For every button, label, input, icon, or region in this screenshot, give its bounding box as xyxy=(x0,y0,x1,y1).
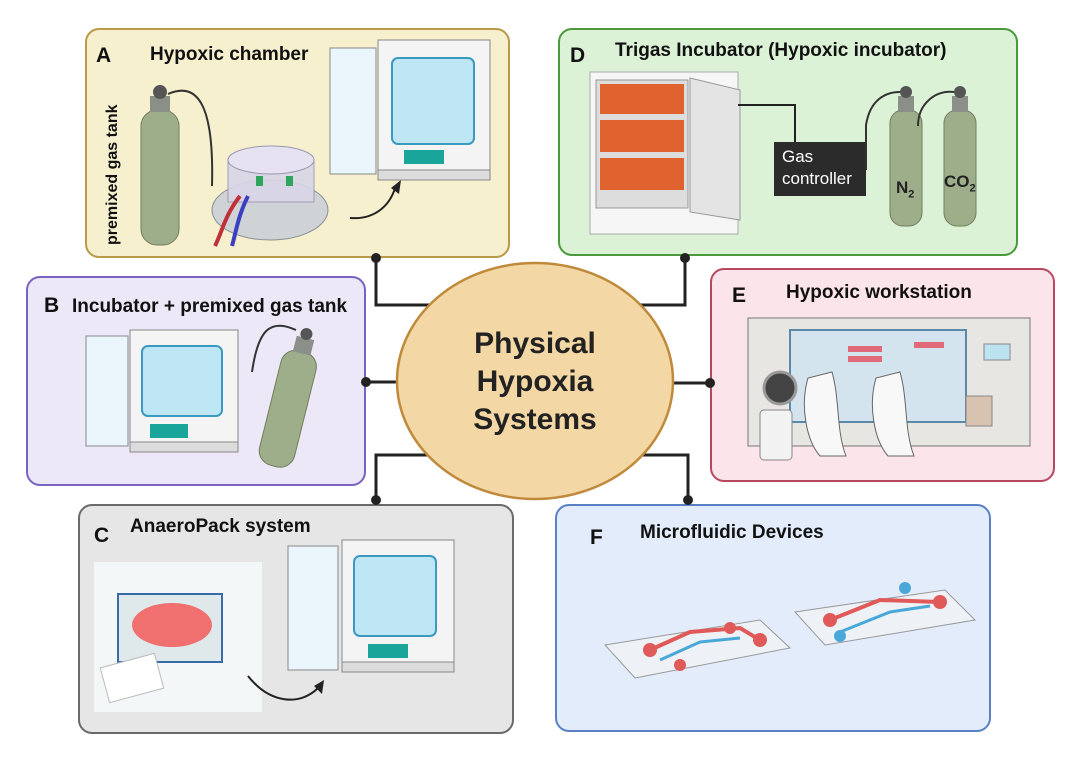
co2-label: CO2 xyxy=(944,172,976,194)
anaeropack-illustration xyxy=(94,562,324,712)
incubator-illustration-b xyxy=(85,329,239,453)
panel-a-title: Hypoxic chamber xyxy=(150,44,309,65)
panel-d-title: Trigas Incubator (Hypoxic incubator) xyxy=(615,40,947,61)
panel-c-letter: C xyxy=(94,524,110,547)
panel-e-title: Hypoxic workstation xyxy=(786,282,972,303)
n2-tank-illustration xyxy=(889,86,923,227)
incubator-illustration-a xyxy=(329,39,491,181)
gas-controller-box xyxy=(738,91,901,196)
panel-d-letter: D xyxy=(570,44,586,67)
n2-subscript: 2 xyxy=(908,188,915,201)
connector-dots xyxy=(361,253,715,505)
center-line-1: Physical xyxy=(474,327,596,360)
gas-controller-label: Gas controller xyxy=(782,146,852,190)
n2-label: N2 xyxy=(896,178,914,200)
center-line-2: Hypoxia xyxy=(476,365,594,398)
center-line-3: Systems xyxy=(473,403,597,436)
microfluidic-chip-1 xyxy=(604,619,792,679)
panel-f-letter: F xyxy=(590,526,603,549)
microfluidic-chip-2 xyxy=(793,582,977,646)
center-ellipse xyxy=(395,261,675,501)
gas-tank-illustration-b xyxy=(251,324,317,468)
center-title: Physical Hypoxia Systems xyxy=(380,325,690,439)
panel-f-title: Microfluidic Devices xyxy=(640,522,824,543)
panel-e-letter: E xyxy=(732,284,747,307)
gas-tank-illustration-a xyxy=(140,85,214,246)
co2-subscript: 2 xyxy=(969,182,976,195)
hypoxic-workstation-illustration xyxy=(747,317,1031,461)
panel-b-letter: B xyxy=(44,294,60,317)
panel-a-letter: A xyxy=(96,44,112,67)
hypoxic-chamber-illustration xyxy=(211,145,401,247)
panel-a-tank-label: premixed gas tank xyxy=(104,104,121,246)
incubator-illustration-c xyxy=(287,539,455,673)
trigas-incubator-illustration xyxy=(589,71,741,235)
gas-controller-line-2: controller xyxy=(782,169,852,188)
connector-lines xyxy=(366,256,710,500)
n2-text: N xyxy=(896,178,909,197)
co2-tank-illustration xyxy=(917,86,977,227)
panel-b-title: Incubator + premixed gas tank xyxy=(72,296,348,317)
gas-controller-line-1: Gas xyxy=(782,147,814,166)
panel-c-title: AnaeroPack system xyxy=(130,516,311,537)
co2-text: CO xyxy=(944,172,970,191)
